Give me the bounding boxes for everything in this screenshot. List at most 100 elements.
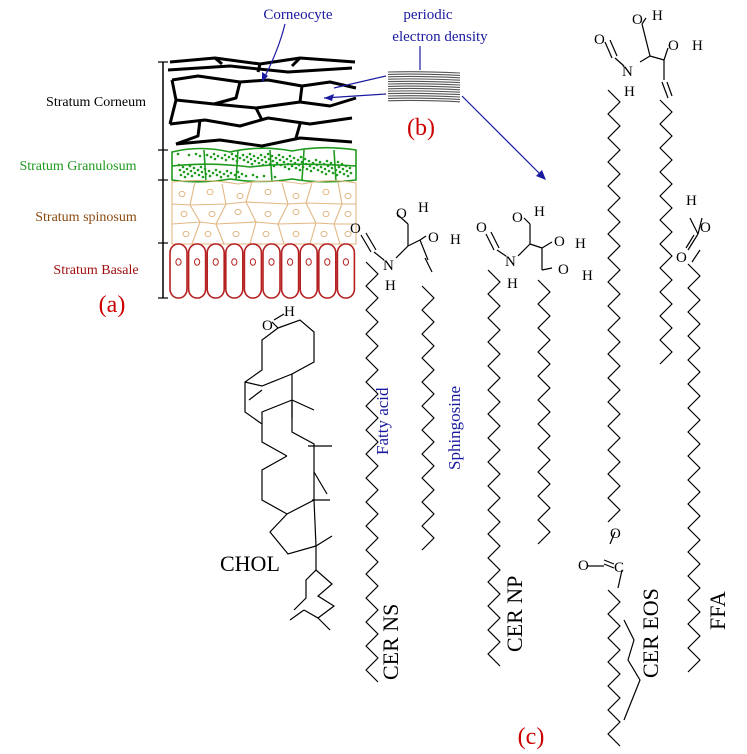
zoom-line-lower bbox=[323, 93, 387, 99]
granule-dot bbox=[279, 163, 283, 167]
lamella-line bbox=[387, 85, 461, 88]
granule-dot bbox=[260, 158, 264, 162]
basale-nucleus bbox=[268, 258, 275, 266]
spinosum-nucleus bbox=[322, 210, 330, 218]
basale-cell bbox=[225, 243, 244, 299]
granule-dot bbox=[263, 155, 267, 159]
granule-dot bbox=[219, 175, 223, 179]
granule-dot bbox=[250, 162, 254, 166]
granule-dot bbox=[201, 175, 205, 179]
granule-dot bbox=[230, 152, 234, 156]
lamella-line bbox=[387, 95, 461, 98]
ffa-hydrogen: H bbox=[686, 193, 697, 209]
chol-oh-bond bbox=[273, 313, 285, 321]
granule-dot bbox=[324, 172, 328, 176]
lamella-line bbox=[387, 78, 461, 81]
granule-dot bbox=[315, 163, 319, 167]
cer-eos-fatty-acid-chain bbox=[607, 89, 621, 523]
label-stratum-spinosum: Stratum spinosum bbox=[35, 210, 137, 225]
basale-cell bbox=[317, 243, 337, 299]
lamella-line bbox=[387, 75, 461, 79]
zoom-line-to-lipids bbox=[461, 95, 545, 179]
granule-dot bbox=[224, 158, 228, 162]
spinosum-nucleus bbox=[292, 230, 300, 238]
granule-dot bbox=[256, 156, 260, 160]
cholesterol-structure bbox=[244, 319, 336, 631]
cer-ns-fatty-acid-chain bbox=[365, 261, 379, 683]
granule-dot bbox=[346, 174, 350, 178]
granule-dot bbox=[222, 172, 226, 176]
granule-dot bbox=[241, 153, 245, 157]
spinosum-nucleus bbox=[182, 230, 190, 238]
basale-nucleus bbox=[249, 258, 256, 266]
granule-dot bbox=[294, 166, 298, 170]
granule-dot bbox=[266, 152, 270, 156]
spinosum-nucleus bbox=[344, 192, 352, 200]
granule-dot bbox=[203, 167, 207, 171]
lamella-line bbox=[387, 87, 461, 91]
cer-np-oh1-oxygen: O bbox=[512, 210, 523, 226]
granule-dot bbox=[196, 168, 200, 172]
cer-ns-oh2-oxygen: O bbox=[428, 230, 439, 246]
granule-dot bbox=[349, 171, 353, 175]
spinosum-nucleus bbox=[292, 208, 300, 216]
basale-cell bbox=[280, 243, 300, 299]
granule-dot bbox=[334, 168, 338, 172]
granule-dot bbox=[274, 156, 278, 160]
cer-np-n-hydrogen: H bbox=[507, 276, 518, 292]
cer-np-nitrogen: N bbox=[505, 254, 516, 270]
cer-eos-headgroup bbox=[603, 17, 673, 589]
granule-dot bbox=[253, 159, 257, 163]
granule-dot bbox=[322, 162, 326, 166]
spinosum-nucleus bbox=[262, 230, 270, 238]
lamella-line bbox=[387, 90, 461, 93]
granule-dot bbox=[264, 160, 268, 164]
granule-dot bbox=[325, 159, 329, 163]
basale-nucleus bbox=[231, 258, 238, 266]
cer-ns-headgroup bbox=[360, 214, 433, 273]
basale-cell bbox=[187, 243, 207, 299]
granule-dot bbox=[338, 170, 342, 174]
granule-dot bbox=[211, 171, 215, 175]
granule-dot bbox=[309, 169, 313, 173]
granule-dot bbox=[188, 164, 192, 168]
granule-dot bbox=[300, 160, 304, 164]
granule-dot bbox=[213, 157, 217, 161]
basale-cell bbox=[206, 243, 225, 299]
basale-nucleus bbox=[305, 258, 312, 266]
granule-dot bbox=[190, 174, 194, 178]
basale-nucleus bbox=[194, 258, 201, 266]
lamella-line bbox=[387, 80, 461, 84]
granule-dot bbox=[186, 172, 190, 176]
zoom-line-upper bbox=[333, 75, 387, 89]
label-electron-density: electron density bbox=[392, 29, 488, 45]
granule-dot bbox=[227, 155, 231, 159]
basale-nucleus bbox=[324, 258, 331, 266]
label-fatty-acid: Fatty acid bbox=[373, 387, 392, 455]
granule-dot bbox=[231, 157, 235, 161]
granule-dot bbox=[209, 155, 213, 159]
cer-eos-linoleate-branch bbox=[623, 619, 641, 721]
granule-dot bbox=[252, 154, 256, 158]
granule-dot bbox=[318, 160, 322, 164]
granule-dot bbox=[223, 153, 227, 157]
granule-dot bbox=[234, 154, 238, 158]
granule-dot bbox=[342, 172, 346, 176]
granule-dot bbox=[218, 170, 222, 174]
granule-dot bbox=[301, 165, 305, 169]
granule-dot bbox=[329, 161, 333, 165]
panel-label-c: (c) bbox=[518, 724, 545, 750]
granule-dot bbox=[287, 167, 291, 171]
granule-dot bbox=[207, 169, 211, 173]
basale-nucleus bbox=[287, 258, 294, 266]
granule-dot bbox=[262, 174, 266, 178]
granule-dot bbox=[220, 156, 224, 160]
granule-dot bbox=[297, 163, 301, 167]
granule-dot bbox=[348, 166, 352, 170]
cer-ns-sphingosine-chain bbox=[421, 285, 435, 551]
granule-dot bbox=[257, 161, 261, 165]
granule-dot bbox=[204, 172, 208, 176]
cer-np-oh2-hydrogen: H bbox=[575, 236, 586, 252]
